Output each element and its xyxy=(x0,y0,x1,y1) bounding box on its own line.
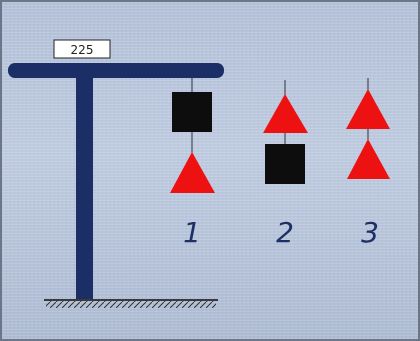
option-1-pair xyxy=(170,78,215,193)
stand-post xyxy=(76,74,93,300)
option-2-label: 2 xyxy=(276,216,294,249)
red-triangle-shape xyxy=(346,89,390,129)
red-triangle-shape xyxy=(263,94,308,133)
red-triangle-shape xyxy=(347,139,390,179)
stand-beam xyxy=(8,63,224,78)
option-3-pair xyxy=(346,78,390,179)
option-3-label: 3 xyxy=(361,216,379,249)
diagram-canvas: 225 1 2 3 xyxy=(2,2,418,339)
scale-reading: 225 xyxy=(71,43,94,57)
black-square-shape xyxy=(172,92,212,132)
option-1-label: 1 xyxy=(183,216,201,249)
option-2-pair xyxy=(263,80,308,184)
black-square-shape xyxy=(265,144,305,184)
scale-reading-tag: 225 xyxy=(54,40,110,58)
ground-hatch xyxy=(46,300,216,308)
red-triangle-shape xyxy=(170,152,215,193)
